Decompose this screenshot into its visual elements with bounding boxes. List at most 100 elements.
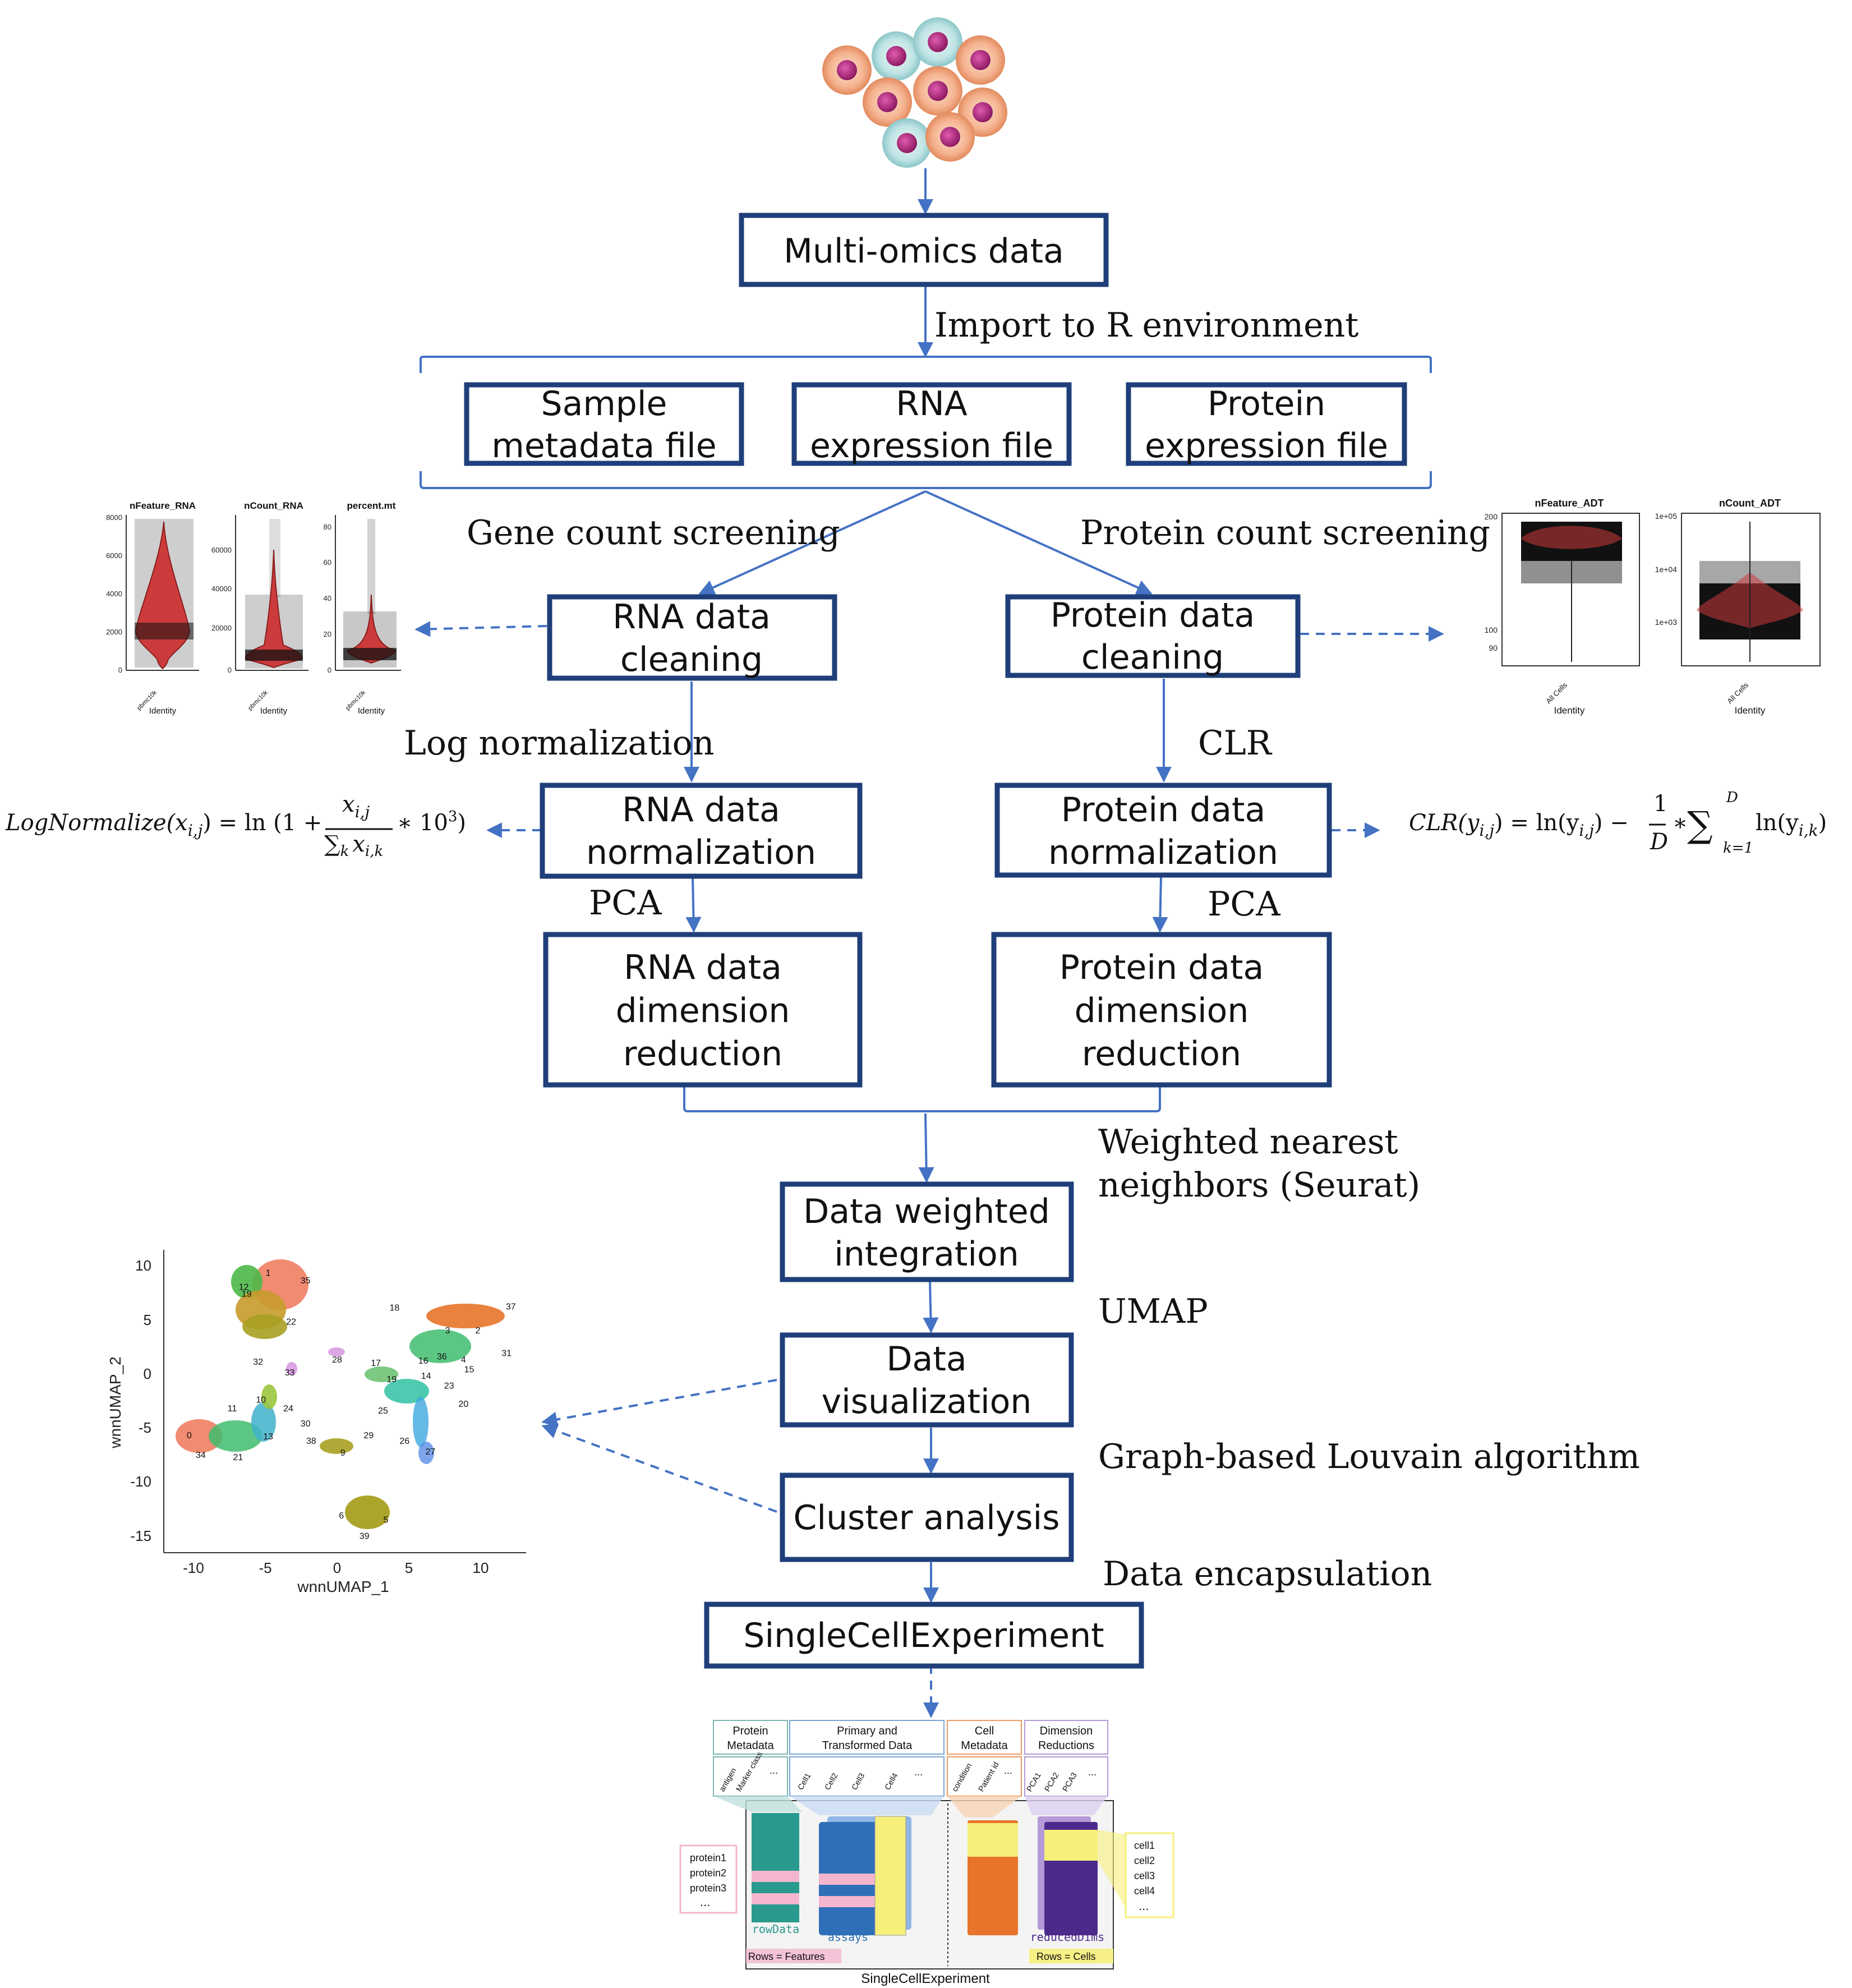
box-visualization: Data visualization [780, 1332, 1074, 1428]
umap-cluster-label: 4 [461, 1355, 466, 1365]
svg-text:protein3: protein3 [690, 1883, 726, 1894]
box-weighted-integration-line2: integration [834, 1235, 1019, 1274]
svg-text:nFeature_RNA: nFeature_RNA [130, 500, 196, 511]
svg-text:All Cells: All Cells [1725, 680, 1750, 705]
svg-text:20: 20 [324, 630, 331, 638]
umap-cluster-label: 3 [445, 1326, 450, 1336]
box-rna-dimred: RNA data dimension reduction [543, 932, 863, 1088]
svg-text:...: ... [770, 1765, 778, 1776]
svg-text:LogNormalize(xi,j) = ln (1 +: LogNormalize(xi,j) = ln (1 + [5, 810, 322, 840]
umap-ytick: -15 [130, 1527, 151, 1544]
svg-text:protein2: protein2 [690, 1867, 726, 1879]
umap-xlabel: wnnUMAP_1 [297, 1578, 389, 1595]
umap-cluster-label: 21 [233, 1453, 243, 1462]
connectors [420, 168, 1432, 1603]
umap-cluster-label: 12 [239, 1283, 249, 1292]
svg-text:Cell: Cell [975, 1725, 994, 1737]
violin-nfeature-rna: nFeature_RNA 8000 6000 4000 2000 0 pbmc1… [106, 500, 199, 716]
umap-cluster-label: 11 [228, 1404, 237, 1414]
umap-cluster-label: 38 [306, 1437, 316, 1446]
box-protein-dimred-line2: dimension [1075, 991, 1249, 1030]
umap-ylabel: wnnUMAP_2 [107, 1356, 124, 1448]
svg-text:0: 0 [228, 666, 232, 674]
box-rna-normalization-line1: RNA data [622, 790, 780, 830]
svg-text:rowData: rowData [752, 1922, 799, 1936]
box-sce: SingleCellExperiment [704, 1602, 1144, 1669]
svg-text:D: D [1650, 829, 1668, 855]
umap-ytick: 0 [144, 1365, 151, 1382]
svg-text:protein1: protein1 [690, 1852, 726, 1863]
svg-text:8000: 8000 [106, 513, 122, 522]
svg-text:...: ... [1088, 1766, 1097, 1778]
svg-text:0: 0 [328, 666, 331, 674]
box-rna-expression-line2: expression file [810, 426, 1053, 466]
umap-xtick: -5 [259, 1559, 271, 1576]
svg-text:Identity: Identity [1735, 705, 1766, 716]
box-weighted-integration-line1: Data weighted [803, 1192, 1050, 1231]
box-rna-dimred-line1: RNA data [624, 948, 782, 987]
umap-cluster-label: 24 [283, 1404, 293, 1414]
box-protein-normalization-line1: Protein data [1061, 790, 1266, 830]
box-protein-cleaning-line2: cleaning [1081, 638, 1224, 677]
svg-text:cell2: cell2 [1134, 1855, 1155, 1866]
umap-cluster-label: 13 [263, 1432, 273, 1442]
svg-text:0: 0 [118, 666, 122, 674]
umap-cluster-label: 29 [363, 1431, 374, 1441]
box-visualization-line2: visualization [822, 1382, 1032, 1421]
svg-text:percent.mt: percent.mt [347, 500, 396, 511]
box-rna-cleaning: RNA data cleaning [547, 594, 837, 681]
step-encapsulation: Data encapsulation [1103, 1554, 1432, 1594]
box-protein-expression-line1: Protein [1208, 384, 1325, 424]
box-protein-cleaning: Protein data cleaning [1005, 594, 1301, 678]
svg-text:Reductions: Reductions [1038, 1740, 1094, 1752]
svg-text:Primary and: Primary and [837, 1725, 897, 1737]
svg-text:cell4: cell4 [1134, 1885, 1155, 1897]
svg-text:2000: 2000 [106, 628, 122, 636]
svg-text:nCount_ADT: nCount_ADT [1719, 498, 1781, 509]
svg-text:k=1: k=1 [1723, 840, 1753, 857]
box-rna-dimred-line2: dimension [616, 991, 790, 1030]
box-protein-dimred: Protein data dimension reduction [991, 932, 1332, 1088]
svg-text:1e+03: 1e+03 [1655, 618, 1678, 627]
cells-illustration-icon [822, 17, 1007, 168]
umap-xtick: 5 [405, 1559, 413, 1576]
umap-cluster-label: 10 [256, 1396, 266, 1405]
box-rna-normalization: RNA data normalization [540, 783, 863, 879]
umap-cluster-label: 30 [301, 1419, 311, 1429]
svg-text:cell3: cell3 [1134, 1870, 1155, 1881]
umap-cluster-label: 32 [253, 1357, 263, 1367]
svg-text:∗: ∗ [1673, 810, 1688, 836]
box-visualization-line1: Data [886, 1340, 966, 1379]
svg-text:Metadata: Metadata [727, 1740, 774, 1752]
svg-text:80: 80 [324, 523, 331, 531]
umap-cluster-label: 27 [426, 1447, 436, 1457]
umap-cluster-label: 1 [266, 1269, 271, 1278]
svg-text:Rows = Features: Rows = Features [748, 1951, 825, 1962]
svg-text:Protein: Protein [732, 1725, 768, 1737]
box-rna-dimred-line3: reduction [623, 1034, 782, 1074]
umap-ytick: -10 [130, 1473, 151, 1490]
umap-ytick: -5 [139, 1419, 151, 1436]
violin-ncount-rna: nCount_RNA 60000 40000 20000 0 pbmc10k I… [211, 500, 308, 716]
umap-cluster-label: 26 [399, 1437, 409, 1446]
svg-text:20000: 20000 [211, 624, 232, 632]
svg-text:1e+05: 1e+05 [1655, 512, 1678, 521]
svg-text:Rows = Cells: Rows = Cells [1036, 1951, 1096, 1962]
svg-text:6000: 6000 [106, 551, 122, 560]
umap-cluster-label: 28 [332, 1355, 342, 1365]
step-log-norm: Log normalization [404, 724, 714, 763]
umap-cluster-label: 2 [475, 1326, 480, 1336]
umap-cluster-label: 33 [285, 1368, 295, 1378]
box-protein-normalization-line2: normalization [1048, 833, 1278, 872]
umap-cluster-label: 23 [444, 1381, 454, 1391]
svg-text:Identity: Identity [260, 706, 288, 716]
umap-cluster-label: 17 [371, 1359, 381, 1368]
svg-text:1e+04: 1e+04 [1655, 565, 1678, 574]
svg-text:...: ... [700, 1895, 710, 1909]
violin-percent-mt: percent.mt 80 60 40 20 0 pbmc10k Identit… [324, 500, 401, 716]
step-louvain: Graph-based Louvain algorithm [1098, 1437, 1640, 1476]
svg-text:reducedDims: reducedDims [1030, 1930, 1104, 1944]
step-wnn-line2: neighbors (Seurat) [1098, 1166, 1420, 1205]
